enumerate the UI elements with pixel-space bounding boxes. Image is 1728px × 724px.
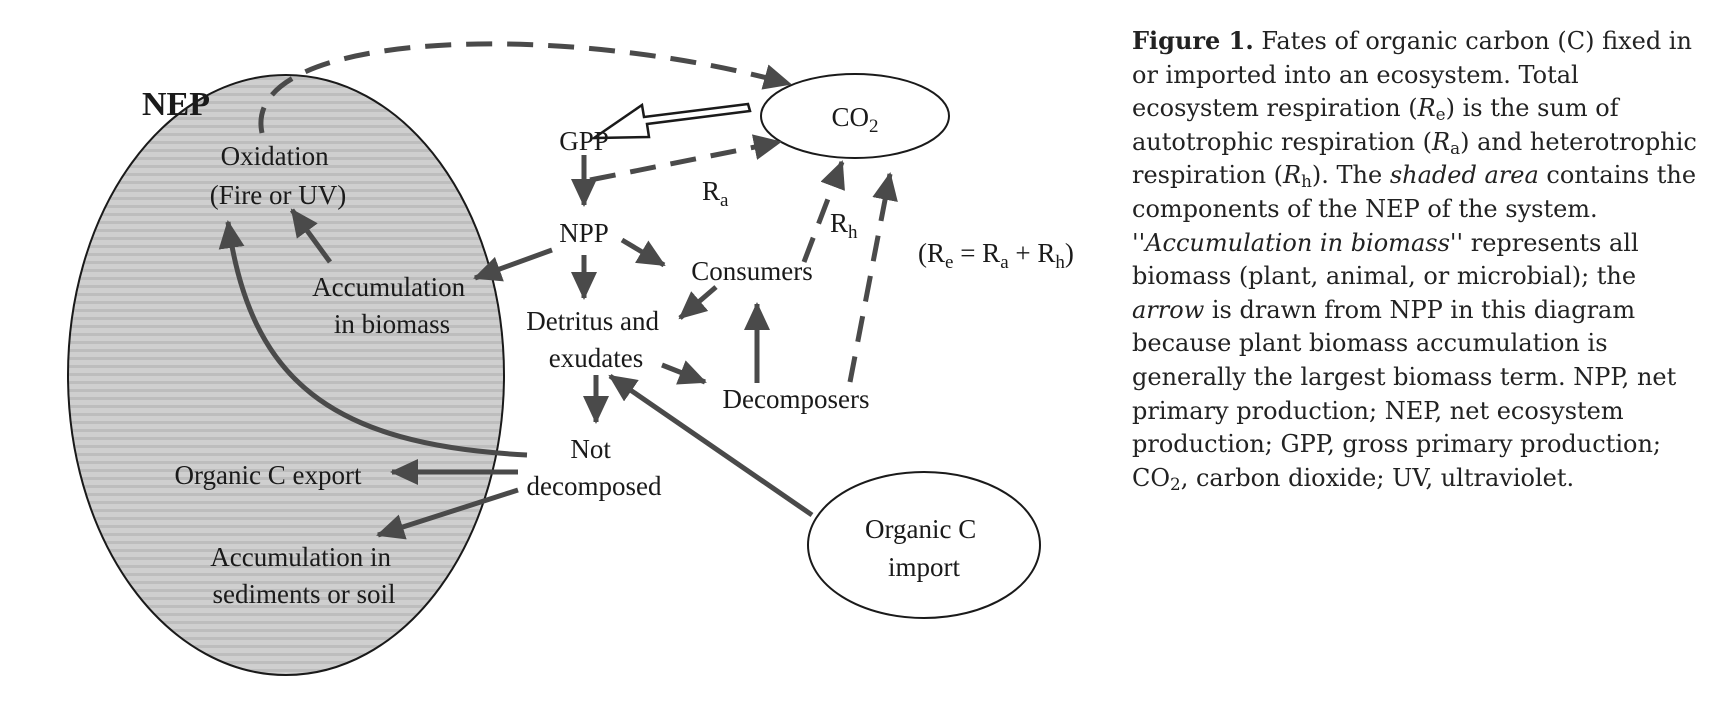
carbon-flow-diagram: NEP Oxidation (Fire or UV) Accumulation … — [67, 41, 1074, 676]
co2-ellipse — [760, 73, 950, 159]
consumers-label: Consumers — [691, 256, 813, 286]
caption-ra-subscript: a — [1450, 137, 1461, 158]
oxidation-label: Oxidation (Fire or UV) — [210, 141, 346, 210]
arrow-detritus-to-decomposers — [661, 360, 707, 385]
arrow-npp-to-accumulation-biomass — [473, 247, 553, 282]
caption-rh-symbol: R — [1283, 161, 1302, 190]
caption-shaded-area: shaded area — [1389, 161, 1539, 190]
detritus-label: Detritus and exudates — [526, 306, 665, 373]
ra-label: Ra — [702, 176, 729, 211]
caption-co2-subscript: 2 — [1170, 473, 1181, 494]
arrow-consumers-to-co2-rh — [801, 160, 845, 263]
arrow-gpp-to-co2-ra — [589, 134, 782, 183]
respiration-equation: (Re = Ra + Rh) — [918, 238, 1074, 273]
accumulation-biomass-label: Accumulation in biomass — [312, 272, 472, 339]
nep-label: NEP — [142, 86, 210, 123]
npp-label: NPP — [559, 218, 609, 248]
caption-text: '' represents all biomass (plant, animal… — [1132, 228, 1639, 291]
caption-accumulation-term: Accumulation in biomass — [1145, 228, 1450, 257]
organic-import-label: Organic C import — [865, 514, 983, 582]
arrow-notdecomposed-to-oxidation — [218, 220, 528, 458]
caption-text: contains the components of the NEP of th… — [1132, 161, 1697, 257]
caption-arrow-term: arrow — [1132, 295, 1205, 324]
caption-text: ) is the sum of autotrophic respiration … — [1132, 94, 1619, 156]
decomposers-label: Decomposers — [723, 384, 870, 414]
caption-rh-subscript: h — [1301, 171, 1312, 192]
caption-text: , carbon dioxide; UV, ultraviolet. — [1180, 463, 1575, 492]
arrow-npp-to-consumers — [620, 237, 666, 268]
caption-text: Fates of organic carbon (C) fixed in or … — [1132, 27, 1692, 123]
arrow-notdecomposed-to-sediments — [376, 487, 519, 540]
rh-label: Rh — [830, 208, 858, 243]
organic-export-label: Organic C export — [175, 460, 362, 490]
arrow-oxidation-to-co2 — [258, 41, 792, 134]
caption-text: is drawn from NPP in this diagram becaus… — [1132, 295, 1677, 492]
caption-re-symbol: R — [1417, 94, 1436, 123]
not-decomposed-label: Not decomposed — [527, 434, 662, 501]
caption-re-subscript: e — [1435, 104, 1446, 125]
arrow-consumers-to-detritus — [678, 285, 718, 320]
organic-import-ellipse — [807, 471, 1041, 619]
arrow-import-to-detritus — [608, 373, 814, 518]
arrow-co2-to-gpp-fixation — [589, 102, 752, 140]
gpp-label: GPP — [559, 126, 609, 156]
accumulation-sediments-label: Accumulation in sediments or soil — [210, 542, 397, 609]
caption-ra-symbol: R — [1432, 127, 1451, 156]
caption-heading: Figure 1. — [1132, 26, 1254, 55]
arrow-decomposers-to-co2 — [847, 172, 898, 383]
caption-text: ). The — [1311, 161, 1390, 190]
co2-label: CO2 — [831, 102, 878, 137]
caption-text: ) and heterotrophic respiration ( — [1132, 127, 1697, 190]
figure-caption: Figure 1. Fates of organic carbon (C) fi… — [1132, 24, 1712, 495]
arrow-accumulation-to-oxidation — [289, 208, 333, 264]
